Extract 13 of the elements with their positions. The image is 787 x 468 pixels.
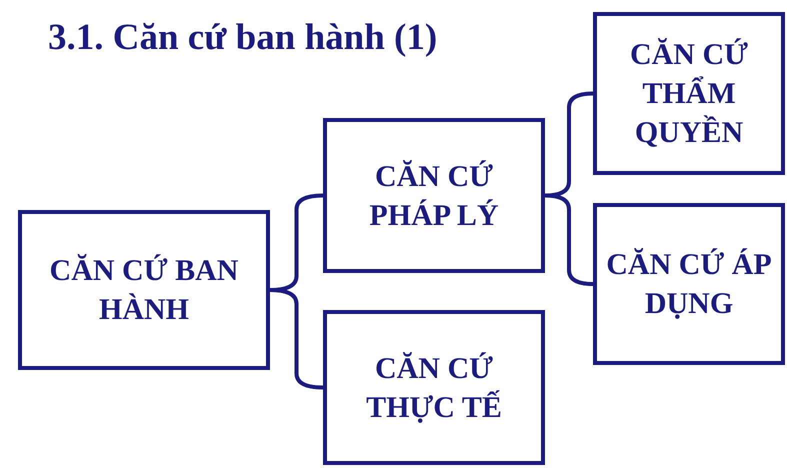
box-label: CĂN CỨ BAN HÀNH xyxy=(48,253,240,328)
text-box xyxy=(593,203,785,365)
text-box xyxy=(323,118,545,273)
connector xyxy=(544,194,594,286)
text-box xyxy=(323,310,545,465)
connector xyxy=(270,288,324,390)
box-label: CĂN CỨ PHÁP LÝ xyxy=(368,158,500,234)
box-label: CĂN CỨ ÁP DỤNG xyxy=(605,247,773,322)
text-box xyxy=(593,12,785,175)
box-label: CĂN CỨ THỰC TẾ xyxy=(365,350,503,426)
text-box xyxy=(18,210,270,370)
box-label: CĂN CỨ THẨM QUYỀN xyxy=(628,37,750,151)
title: 3.1. Căn cứ ban hành (1) xyxy=(48,16,438,59)
